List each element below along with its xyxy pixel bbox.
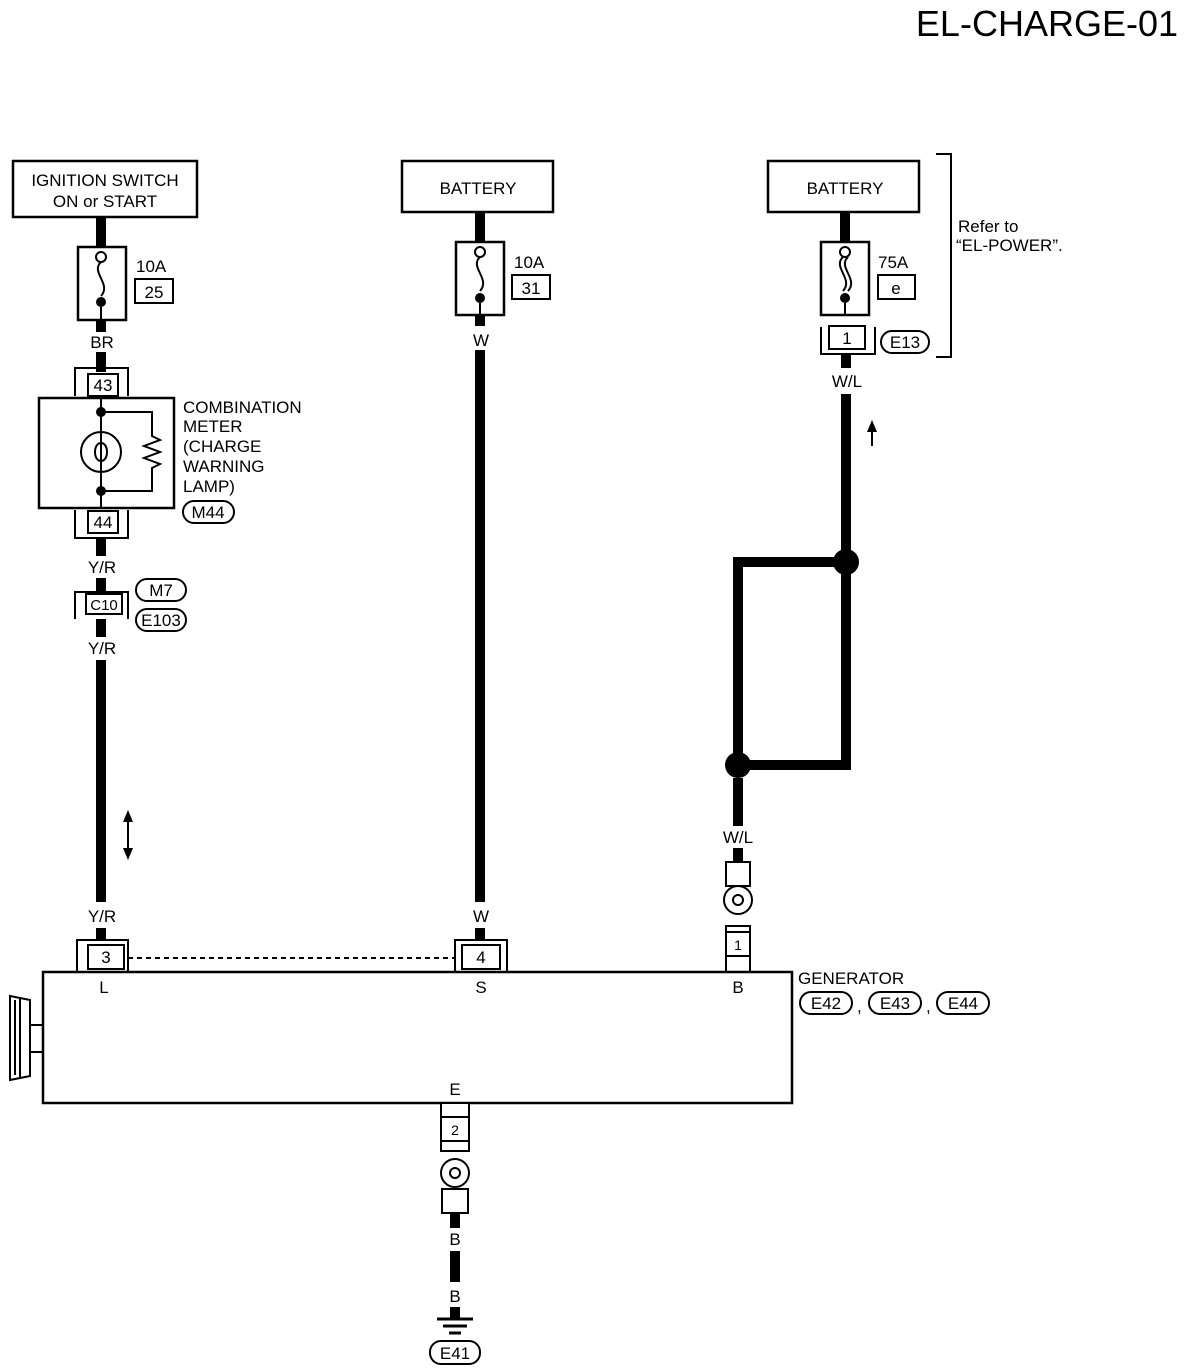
connector-43-label: 43 [94, 376, 113, 395]
fuse-right-rating: 75A [878, 253, 909, 272]
tag-m44-box [182, 500, 235, 524]
gen-l-pin: 3 [101, 948, 110, 967]
tag-e43-box [868, 991, 922, 1015]
wire-color-b-1: B [449, 1230, 460, 1249]
tag-m7: M7 [149, 581, 173, 600]
tag-e103-box [135, 608, 187, 632]
battery-mid-label: BATTERY [440, 179, 517, 198]
fuse-left-rating: 10A [136, 257, 167, 276]
tag-e43: E43 [880, 994, 910, 1013]
gen-s-pin: 4 [476, 948, 485, 967]
connector-43: 43 [74, 367, 129, 397]
battery-right-label: BATTERY [807, 179, 884, 198]
connector-c10: C10 [74, 591, 129, 619]
wire-color-yr-3: Y/R [88, 907, 116, 926]
fuse-left-number-box [134, 278, 174, 304]
tag-e41: E41 [440, 1344, 470, 1363]
ring-terminal-e: 2 [440, 1102, 470, 1214]
tag-e44: E44 [948, 994, 978, 1013]
tag-m7-box [135, 578, 187, 602]
fuse-right [819, 240, 871, 317]
fuse-mid [454, 240, 506, 317]
combination-meter-line3: (CHARGE [183, 437, 261, 456]
bidirectional-arrow-icon [123, 810, 133, 860]
generator-body [9, 970, 794, 1105]
combination-meter [37, 396, 176, 510]
terminal-b: B [732, 978, 743, 997]
wire-color-yr-1: Y/R [88, 558, 116, 577]
wire-color-b-2: B [449, 1287, 460, 1306]
generator-sep2: , [926, 997, 931, 1016]
terminal-s: S [475, 978, 486, 997]
wire-color-wl-top: W/L [832, 372, 862, 391]
connector-gen-l: 3 [76, 939, 129, 972]
fuse-right-number-box [877, 274, 916, 300]
fuse-mid-rating: 10A [514, 253, 545, 272]
charge-warning-lamp-icon [80, 431, 122, 473]
combination-meter-line1: COMBINATION [183, 398, 302, 417]
wire-color-wl-bottom: W/L [723, 828, 753, 847]
refer-bracket [936, 153, 952, 358]
ignition-label-line2: ON or START [53, 192, 157, 211]
tag-e44-box [936, 991, 990, 1015]
fuse-left [76, 245, 128, 322]
terminal-e: E [449, 1080, 460, 1099]
resistor-icon [101, 411, 163, 492]
connector-gen-s: 4 [454, 939, 508, 972]
battery-right-box: BATTERY [766, 159, 921, 214]
connector-e13: 1 [820, 325, 876, 355]
gen-e-pin: 2 [451, 1122, 459, 1138]
connector-e13-pin: 1 [842, 329, 851, 348]
ring-terminal-b: 1 [723, 861, 753, 973]
wire-color-br: BR [90, 333, 114, 352]
fuse-left-number: 25 [145, 283, 164, 302]
battery-mid-box: BATTERY [400, 159, 555, 214]
combination-meter-line5: LAMP) [183, 477, 235, 496]
splice-lower [725, 752, 751, 778]
wire-color-w-top: W [473, 331, 489, 350]
terminal-l: L [99, 978, 108, 997]
fuse-right-number: e [891, 279, 900, 298]
generator-sep1: , [857, 997, 862, 1016]
ignition-switch-box: IGNITION SWITCH ON or START [11, 159, 199, 219]
combination-meter-line2: METER [183, 417, 243, 436]
tag-e103: E103 [141, 611, 181, 630]
tag-e13: E13 [890, 333, 920, 352]
connector-c10-label: C10 [90, 597, 118, 614]
tag-e13-box [880, 330, 930, 354]
tag-e42: E42 [811, 994, 841, 1013]
fuse-mid-number: 31 [522, 279, 541, 298]
wire-color-w-bottom: W [473, 907, 489, 926]
fuse-mid-number-box [511, 274, 551, 300]
combination-meter-line4: WARNING [183, 457, 265, 476]
wire-color-yr-2: Y/R [88, 639, 116, 658]
ground-icon [437, 1317, 473, 1335]
splice-upper [833, 549, 859, 575]
tag-e42-box [799, 991, 853, 1015]
refer-line2: “EL-POWER”. [956, 236, 1063, 255]
tag-e41-box [429, 1340, 481, 1365]
up-arrow-icon [867, 420, 877, 446]
page-title: EL-CHARGE-01 [916, 3, 1178, 44]
generator-label: GENERATOR [798, 969, 904, 988]
ignition-label-line1: IGNITION SWITCH [31, 171, 178, 190]
connector-44-label: 44 [94, 513, 113, 532]
pulley-icon [9, 994, 31, 1082]
connector-44: 44 [74, 510, 129, 539]
tag-m44: M44 [191, 503, 224, 522]
gen-b-pin: 1 [734, 937, 742, 953]
refer-line1: Refer to [958, 217, 1018, 236]
